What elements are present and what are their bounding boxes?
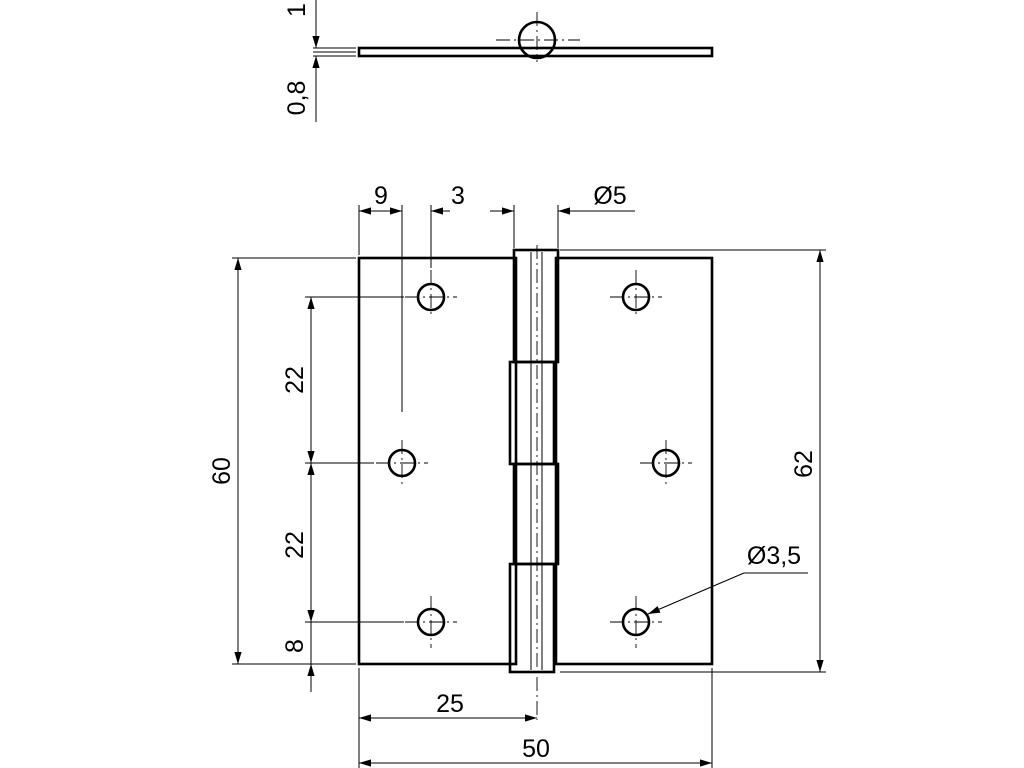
- hole-diameter-leader: [647, 572, 745, 615]
- dim-hole-diameter: Ø3,5: [747, 542, 801, 570]
- hole-right-bottom: [610, 596, 662, 648]
- dim-hole-stagger: 3: [451, 182, 465, 210]
- knuckle-bottom: [508, 562, 556, 674]
- knuckle-top: [512, 248, 560, 364]
- dim-bottom-hole-offset: 8: [281, 639, 309, 653]
- front-view: [357, 245, 714, 720]
- hole-right-top: [610, 270, 662, 318]
- dim-hole-spacing-lower: 22: [281, 531, 309, 559]
- dim-height: 60: [208, 457, 236, 485]
- dimensions: 9 3 Ø5 60 62 22 22 8 Ø3,5 25: [208, 182, 826, 768]
- side-dim-pin-offset: 1: [283, 3, 311, 17]
- dim-overall-width: 50: [522, 735, 550, 763]
- hole-left-middle: [376, 440, 428, 488]
- dim-hole-spacing-upper: 22: [281, 366, 309, 394]
- side-dim-thickness: 0,8: [283, 81, 311, 116]
- hinge-knuckle: [508, 245, 560, 720]
- hole-right-middle: [640, 440, 692, 488]
- dim-knuckle-length: 62: [790, 450, 818, 478]
- knuckle-lower-mid: [512, 462, 560, 566]
- hole-left-top: [405, 270, 457, 318]
- dim-hole-edge-offset: 9: [374, 182, 388, 210]
- side-view: 1 0,8: [283, 0, 714, 122]
- dim-half-width: 25: [436, 690, 464, 718]
- left-leaf: [357, 256, 518, 666]
- screw-holes: [376, 270, 692, 648]
- dim-pin-diameter: Ø5: [593, 182, 626, 210]
- side-view-plate: [357, 46, 714, 58]
- hole-left-bottom: [405, 596, 457, 648]
- right-leaf: [554, 256, 714, 666]
